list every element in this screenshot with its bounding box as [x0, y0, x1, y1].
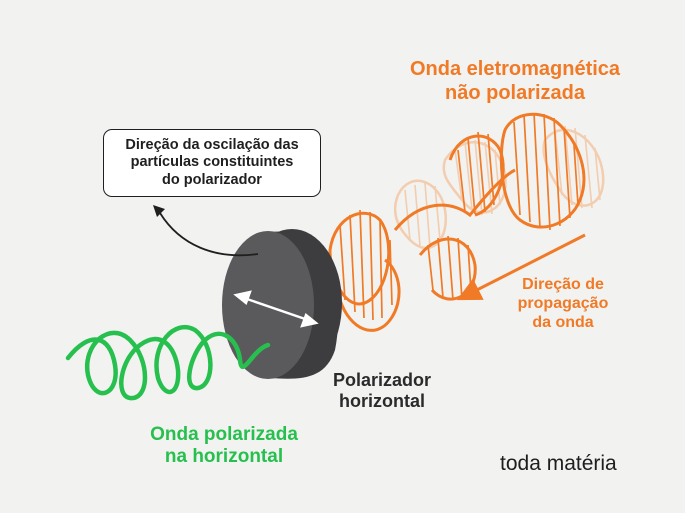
oscillation-callout-text: Direção da oscilação das partículas cons… — [125, 136, 299, 188]
polarized-wave — [65, 324, 271, 401]
callout-pointer-arrow — [153, 205, 259, 257]
polarizer-label: Polarizador horizontal — [332, 370, 432, 412]
unpolarized-wave-label-text: Onda eletromagnética não polarizada — [409, 58, 621, 104]
propagation-direction-label: Direção de propagação da onda — [517, 276, 609, 331]
polarizer-axis-arrow-icon — [233, 290, 319, 328]
unpolarized-wave-faded-lobes — [393, 125, 605, 250]
unpolarized-wave-label: Onda eletromagnética não polarizada — [380, 58, 650, 105]
brand-logo: toda matéria — [500, 452, 617, 475]
oscillation-callout: Direção da oscilação das partículas cons… — [103, 129, 321, 197]
propagation-arrow — [456, 233, 586, 301]
unpolarized-wave — [328, 112, 586, 332]
polarized-wave-label: Onda polarizada na horizontal — [150, 424, 298, 468]
